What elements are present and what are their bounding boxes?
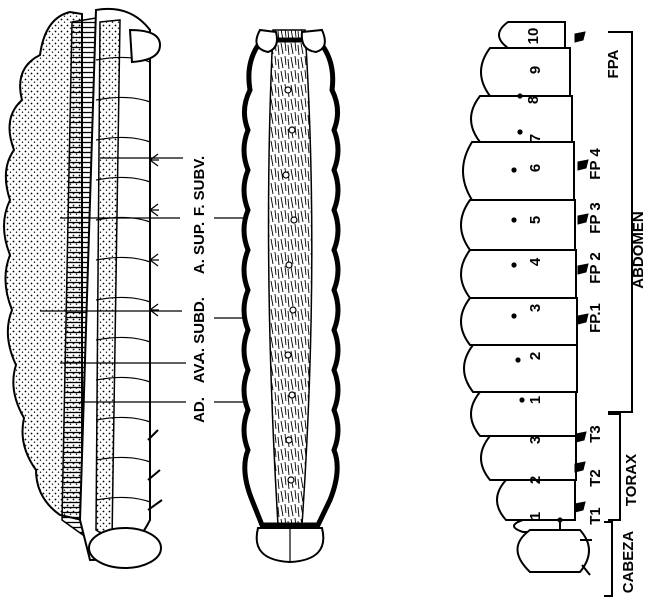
spiracle	[519, 397, 524, 402]
segment-number: 2	[527, 476, 544, 484]
body-segment	[461, 200, 575, 250]
segment-number: 7	[527, 134, 544, 142]
spiracle	[515, 357, 520, 362]
pore	[283, 172, 289, 178]
label-t3: T3	[587, 425, 604, 443]
pore	[289, 127, 295, 133]
body-segment	[481, 48, 570, 96]
label-a-subd: A. SUBD.	[191, 297, 208, 363]
segment-number: 3	[527, 304, 544, 312]
label-abdomen: ABDOMEN	[630, 211, 645, 289]
setae-tuft	[150, 254, 159, 266]
label-f-subv: F. SUBV.	[191, 156, 208, 216]
segment-number: 5	[527, 216, 544, 224]
head-left	[89, 528, 161, 568]
body-segment	[464, 345, 577, 392]
segment-number: 10	[525, 28, 542, 45]
head-right	[518, 530, 590, 572]
setae-tuft	[150, 304, 159, 316]
label-torax: TORAX	[623, 454, 640, 506]
segment-number: 2	[527, 352, 544, 360]
label-fp1: FP.1	[587, 303, 604, 333]
label-cabeza: CABEZA	[620, 531, 637, 594]
spiracle	[517, 129, 522, 134]
spiracle	[517, 93, 522, 98]
body-segment	[461, 250, 576, 298]
pore	[285, 87, 291, 93]
label-t2: T2	[587, 469, 604, 487]
segment-number: 1	[527, 512, 544, 520]
label-av: AV.	[191, 361, 208, 384]
segment-number: 9	[527, 66, 544, 74]
spiracle	[557, 517, 562, 522]
larva-dorsal-view	[244, 30, 338, 562]
pore	[288, 477, 294, 483]
label-fp2: FP 2	[587, 252, 604, 283]
posterior-left	[130, 30, 160, 62]
spiracle	[511, 167, 516, 172]
segment-number: 3	[527, 436, 544, 444]
pore	[285, 352, 291, 358]
proleg	[575, 32, 585, 42]
brackets	[604, 32, 632, 596]
label-a-sup: A. SUP.	[191, 222, 208, 274]
segment-number: 8	[525, 96, 542, 104]
label-fp3: FP 3	[587, 202, 604, 233]
larva-lateral-view	[4, 9, 162, 568]
spiracle	[511, 313, 516, 318]
proleg	[575, 502, 585, 512]
segment-number: 4	[527, 257, 544, 266]
pore	[290, 307, 296, 313]
pore	[291, 217, 297, 223]
tail-left-lobe	[256, 30, 277, 52]
segment-number: 1	[527, 396, 544, 404]
body-segment	[463, 142, 574, 200]
proleg	[575, 462, 585, 472]
segment-number: 6	[527, 164, 544, 172]
spiracle	[511, 262, 516, 267]
right-segments	[461, 22, 577, 532]
setae-tuft	[150, 204, 159, 216]
body-segment	[461, 298, 577, 345]
dorsal-streaked-band	[269, 30, 312, 525]
spiracle	[511, 217, 516, 222]
body-segment	[471, 96, 572, 142]
label-fpa: FPA	[605, 49, 622, 78]
label-ad: AD.	[191, 397, 208, 423]
proleg	[576, 432, 586, 442]
pore	[286, 262, 292, 268]
pore	[289, 392, 295, 398]
label-fp4: FP 4	[587, 148, 604, 180]
pore	[286, 437, 292, 443]
label-t1: T1	[587, 507, 604, 525]
setae-tuft	[150, 154, 159, 166]
